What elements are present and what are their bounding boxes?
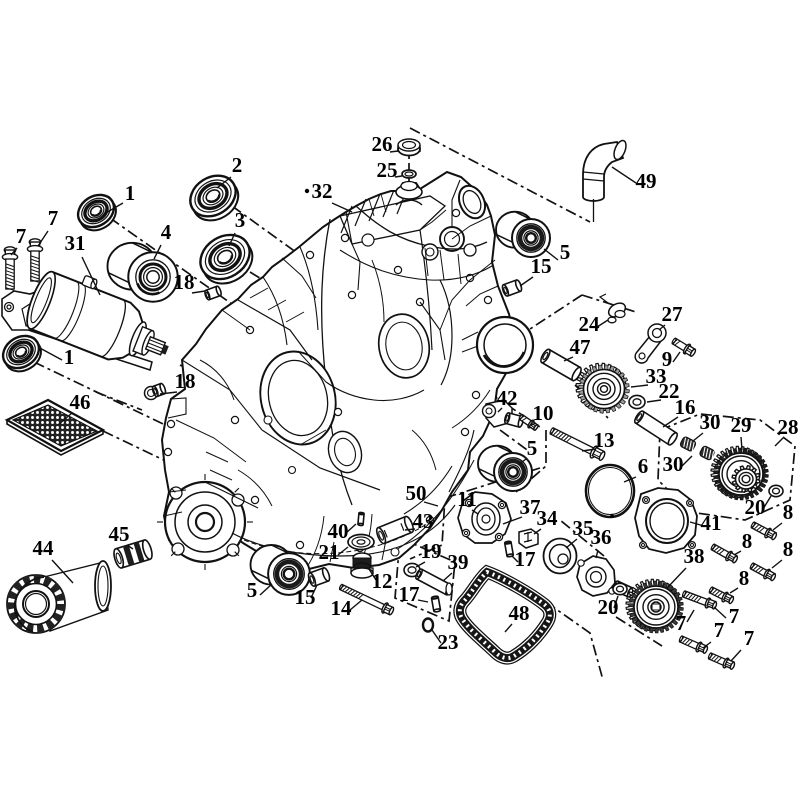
svg-text:26: 26 <box>372 132 393 156</box>
svg-text:38: 38 <box>684 544 705 568</box>
svg-text:23: 23 <box>438 630 459 654</box>
svg-text:47: 47 <box>570 335 591 359</box>
svg-text:37: 37 <box>520 495 541 519</box>
svg-text:45: 45 <box>109 522 130 546</box>
svg-text:8: 8 <box>739 566 750 590</box>
svg-text:34: 34 <box>537 506 559 530</box>
svg-text:25: 25 <box>377 158 398 182</box>
svg-text:39: 39 <box>448 550 469 574</box>
svg-text:46: 46 <box>70 390 91 414</box>
svg-text:11: 11 <box>457 487 477 511</box>
svg-text:8: 8 <box>742 529 753 553</box>
svg-text:7: 7 <box>744 626 755 650</box>
svg-text:5: 5 <box>527 436 538 460</box>
svg-text:8: 8 <box>783 537 794 561</box>
svg-text:7: 7 <box>16 224 27 248</box>
svg-text:42: 42 <box>497 386 518 410</box>
svg-text:5: 5 <box>560 240 571 264</box>
svg-text:10: 10 <box>533 401 554 425</box>
svg-text:15: 15 <box>531 254 552 278</box>
svg-text:27: 27 <box>662 302 683 326</box>
svg-text:16: 16 <box>675 395 696 419</box>
svg-text:4: 4 <box>161 220 172 244</box>
svg-text:6: 6 <box>638 454 649 478</box>
svg-text:49: 49 <box>636 169 657 193</box>
svg-text:30: 30 <box>700 410 721 434</box>
svg-text:5: 5 <box>247 578 258 602</box>
svg-text:17: 17 <box>399 582 420 606</box>
svg-text:32: 32 <box>312 179 333 203</box>
svg-text:2: 2 <box>232 153 243 177</box>
svg-text:13: 13 <box>594 428 615 452</box>
svg-text:9: 9 <box>662 347 673 371</box>
svg-text:8: 8 <box>783 500 794 524</box>
svg-text:31: 31 <box>65 231 86 255</box>
svg-text:7: 7 <box>714 618 725 642</box>
svg-text:3: 3 <box>235 208 246 232</box>
svg-text:7: 7 <box>676 611 687 635</box>
svg-text:18: 18 <box>175 369 196 393</box>
svg-text:40: 40 <box>328 519 349 543</box>
svg-text:20: 20 <box>745 495 766 519</box>
svg-text:28: 28 <box>778 415 799 439</box>
svg-text:41: 41 <box>701 511 722 535</box>
svg-text:19: 19 <box>421 539 442 563</box>
svg-text:7: 7 <box>48 206 59 230</box>
svg-text:43: 43 <box>413 509 434 533</box>
svg-text:48: 48 <box>509 601 530 625</box>
svg-text:15: 15 <box>295 585 316 609</box>
svg-text:1: 1 <box>125 181 136 205</box>
svg-text:24: 24 <box>579 312 601 336</box>
svg-text:14: 14 <box>331 596 353 620</box>
svg-text:12: 12 <box>372 569 393 593</box>
svg-text:35: 35 <box>573 516 594 540</box>
svg-text:1: 1 <box>64 345 75 369</box>
svg-text:36: 36 <box>591 525 612 549</box>
svg-text:29: 29 <box>731 413 752 437</box>
svg-text:33: 33 <box>646 364 667 388</box>
svg-text:22: 22 <box>659 379 680 403</box>
svg-text:7: 7 <box>729 604 740 628</box>
svg-text:30: 30 <box>663 452 684 476</box>
svg-text:21: 21 <box>319 540 340 564</box>
svg-text:18: 18 <box>174 270 195 294</box>
svg-text:17: 17 <box>515 547 536 571</box>
svg-text:50: 50 <box>406 481 427 505</box>
svg-text:44: 44 <box>33 536 55 560</box>
svg-text:20: 20 <box>598 595 619 619</box>
